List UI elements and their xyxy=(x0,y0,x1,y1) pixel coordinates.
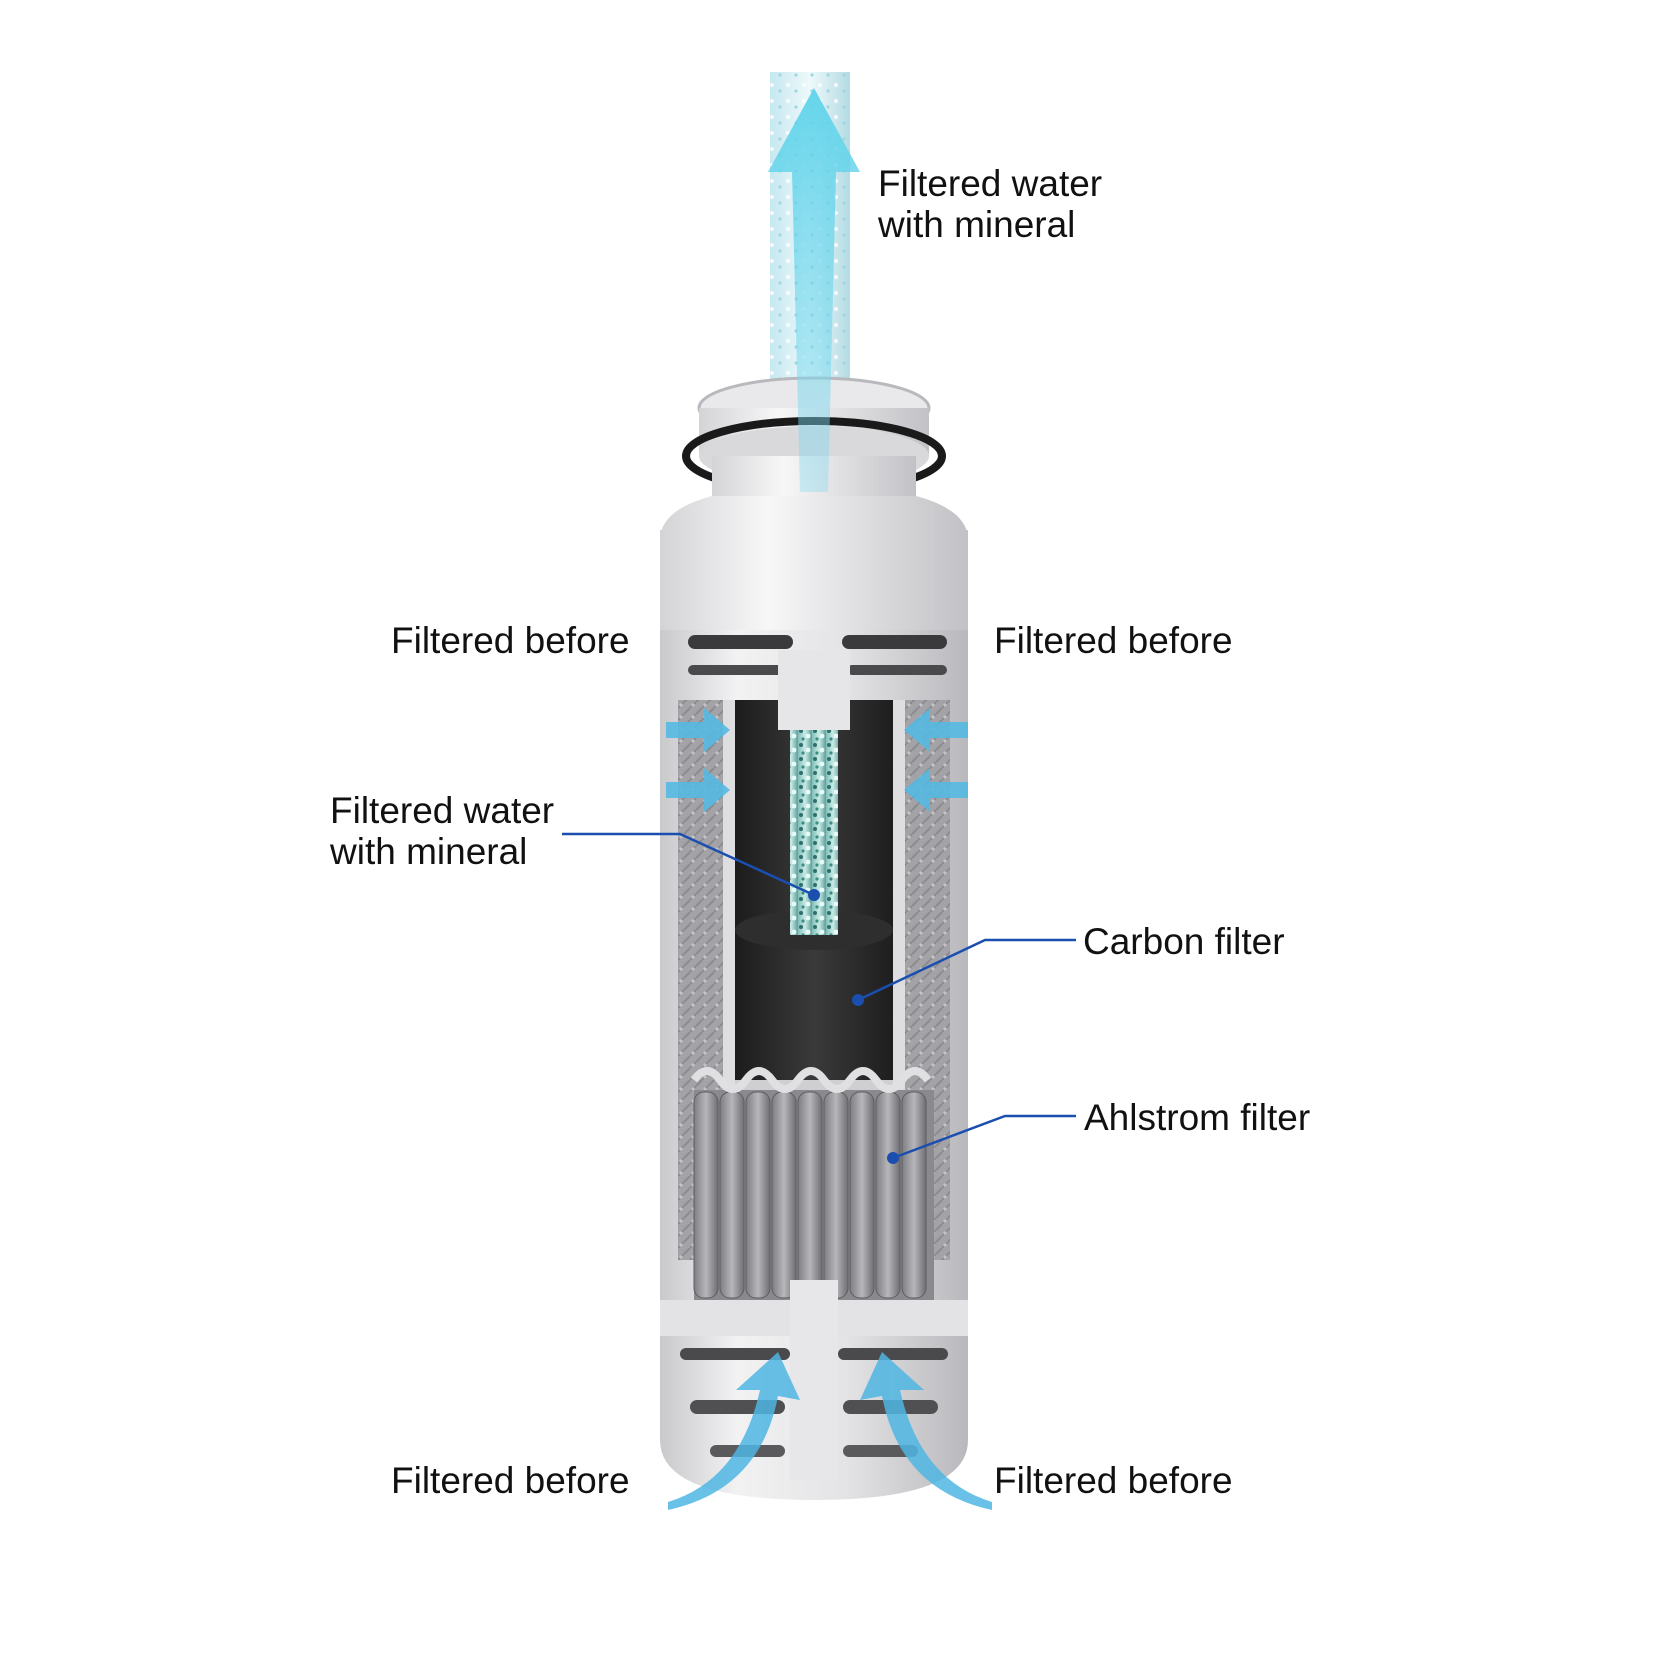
label-side-top-right: Filtered before xyxy=(994,620,1233,661)
label-bottom-left: Filtered before xyxy=(391,1460,630,1501)
arrow-left-icon xyxy=(904,708,968,812)
leader-line-ahlstrom xyxy=(892,1114,1076,1160)
label-outlet-line2: with mineral xyxy=(878,204,1076,245)
label-outlet: Filtered water with mineral xyxy=(878,163,1102,245)
housing-rib xyxy=(778,650,850,730)
label-bottom-right: Filtered before xyxy=(994,1460,1233,1501)
callout-dot-ahlstrom xyxy=(887,1152,899,1164)
leader-line-core xyxy=(562,832,815,897)
label-outlet-line1: Filtered water xyxy=(878,163,1103,204)
arrow-up-icon xyxy=(768,88,860,492)
label-core: Filtered water with mineral xyxy=(330,790,554,872)
ahlstrom-pleated-filter xyxy=(690,1067,934,1300)
label-core-line1: Filtered water xyxy=(330,790,555,831)
curved-arrow-up-icon xyxy=(668,1352,992,1510)
label-ahlstrom-filter: Ahlstrom filter xyxy=(1084,1097,1311,1138)
label-side-top-left: Filtered before xyxy=(391,620,630,661)
leader-line-carbon xyxy=(857,938,1076,1002)
callout-dot-core xyxy=(808,889,820,901)
leader-lines xyxy=(562,832,1076,1160)
label-core-line2: with mineral xyxy=(330,831,528,872)
label-carbon-filter: Carbon filter xyxy=(1083,921,1285,962)
callout-dot-carbon xyxy=(852,994,864,1006)
arrow-right-icon xyxy=(666,708,730,812)
